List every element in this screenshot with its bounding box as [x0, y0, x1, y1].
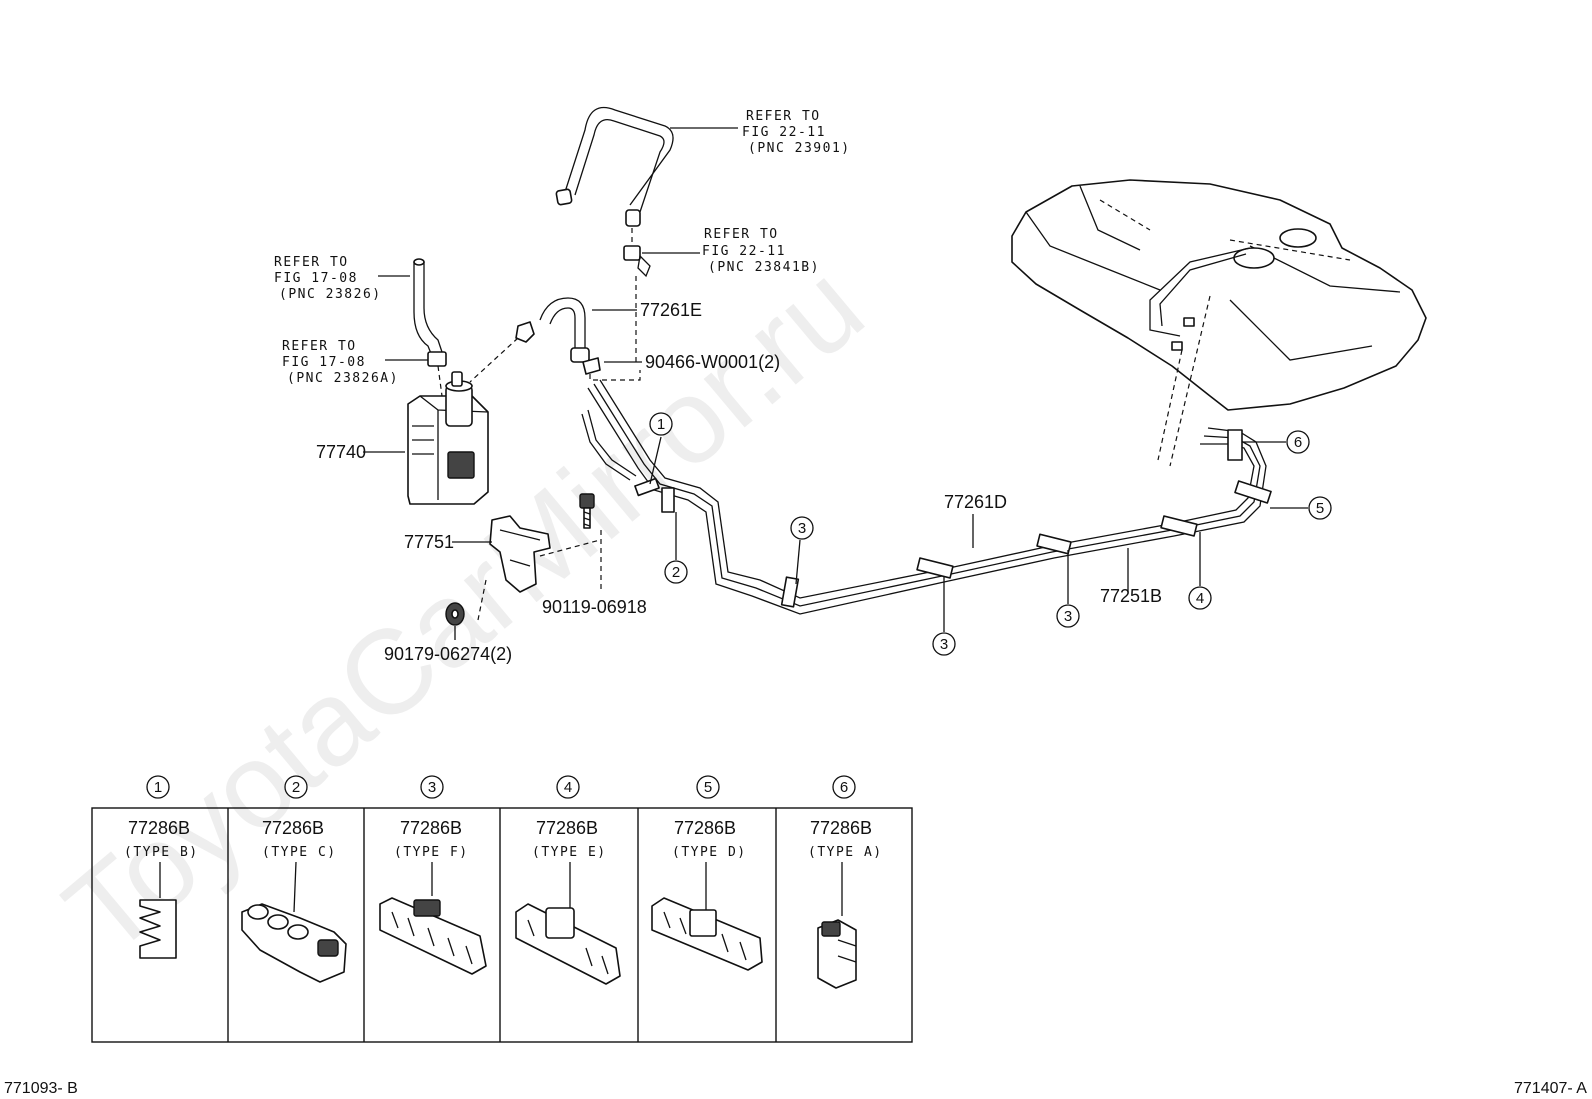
hose-77261E: 77261E	[469, 297, 702, 383]
svg-text:77286B: 77286B	[536, 818, 598, 838]
callout-5: 5	[1270, 496, 1332, 520]
ref-23826A: REFER TO FIG 17-08 (PNC 23826A)	[282, 339, 399, 386]
canister-hose-clip	[385, 351, 447, 367]
svg-text:(TYPE F): (TYPE F)	[394, 845, 469, 860]
svg-text:2: 2	[672, 564, 680, 581]
svg-text:FIG 22-11: FIG 22-11	[742, 125, 826, 140]
svg-text:1: 1	[154, 779, 162, 796]
svg-text:4: 4	[1196, 590, 1204, 607]
clamp-type-table: 1 77286B (TYPE B) 2 77286B (TYPE C) 3 77…	[91, 775, 913, 1043]
upper-vent-hose	[555, 106, 738, 227]
clamp-col-1: 1 77286B (TYPE B)	[124, 775, 199, 959]
svg-text:(TYPE A): (TYPE A)	[808, 845, 883, 860]
svg-text:77286B: 77286B	[400, 818, 462, 838]
svg-text:FIG 22-11: FIG 22-11	[702, 244, 786, 259]
clamp-col-6: 6 77286B (TYPE A)	[808, 775, 883, 989]
svg-text:3: 3	[428, 779, 436, 796]
canister-bracket: 77751	[404, 515, 601, 621]
svg-text:REFER TO: REFER TO	[704, 227, 779, 242]
svg-text:(PNC 23841B): (PNC 23841B)	[708, 260, 820, 275]
svg-text:4: 4	[564, 779, 572, 796]
svg-text:(TYPE B): (TYPE B)	[124, 845, 199, 860]
clamp-col-2: 2 77286B (TYPE C)	[241, 775, 347, 983]
label-77740: 77740	[316, 442, 366, 462]
footer-right-code: 771407- A	[1514, 1080, 1587, 1097]
clamp-col-4: 4 77286B (TYPE E)	[515, 775, 621, 985]
callout-3a: 3	[790, 516, 814, 585]
callout-3b: 3	[932, 576, 956, 656]
callout-6: 6	[1242, 430, 1310, 454]
canister-hose	[378, 258, 443, 357]
callout-2-top: 2	[664, 512, 688, 584]
svg-text:77286B: 77286B	[262, 818, 324, 838]
callout-1-top: 1	[649, 412, 673, 485]
callout-4: 4	[1188, 532, 1212, 610]
svg-text:REFER TO: REFER TO	[282, 339, 357, 354]
label-90466: 90466-W0001(2)	[645, 352, 780, 372]
svg-text:1: 1	[657, 416, 665, 433]
svg-text:77286B: 77286B	[128, 818, 190, 838]
fuel-tank	[1011, 179, 1427, 467]
tube-clamps	[634, 429, 1272, 608]
svg-text:REFER TO: REFER TO	[274, 255, 349, 270]
clamp-col-5: 5 77286B (TYPE D)	[651, 775, 763, 971]
ref-23841B: REFER TO FIG 22-11 (PNC 23841B)	[702, 227, 820, 275]
svg-text:77286B: 77286B	[674, 818, 736, 838]
footer-left-code: 771093- B	[4, 1080, 78, 1097]
charcoal-canister: 77740	[316, 365, 489, 505]
label-77751: 77751	[404, 532, 454, 552]
svg-text:3: 3	[798, 520, 806, 537]
watermark: ToyotaCarMirror.ru	[41, 239, 888, 980]
svg-text:6: 6	[840, 779, 848, 796]
nut-90179: 90179-06274(2)	[384, 602, 512, 664]
svg-text:5: 5	[1316, 500, 1324, 517]
svg-text:(TYPE C): (TYPE C)	[262, 845, 337, 860]
label-77251B: 77251B	[1100, 586, 1162, 606]
svg-text:FIG 17-08: FIG 17-08	[282, 355, 366, 370]
svg-text:(TYPE E): (TYPE E)	[532, 845, 607, 860]
svg-text:REFER TO: REFER TO	[746, 109, 821, 124]
clamp-col-3: 3 77286B (TYPE F)	[379, 775, 487, 975]
clamp-90466: 90466-W0001(2)	[582, 352, 780, 381]
bolt-90119: 90119-06918	[542, 493, 647, 617]
svg-text:5: 5	[704, 779, 712, 796]
svg-text:2: 2	[292, 779, 300, 796]
svg-text:(PNC 23826): (PNC 23826)	[279, 287, 382, 302]
svg-text:(TYPE D): (TYPE D)	[672, 845, 747, 860]
label-77261D: 77261D	[944, 492, 1007, 512]
svg-text:(PNC 23901): (PNC 23901)	[748, 141, 851, 156]
svg-text:FIG 17-08: FIG 17-08	[274, 271, 358, 286]
vent-connector	[623, 228, 700, 362]
label-90179: 90179-06274(2)	[384, 644, 512, 664]
ref-23826: REFER TO FIG 17-08 (PNC 23826)	[274, 255, 382, 302]
label-90119: 90119-06918	[542, 597, 647, 617]
ref-23901: REFER TO FIG 22-11 (PNC 23901)	[742, 109, 851, 156]
svg-text:6: 6	[1294, 434, 1302, 451]
svg-text:3: 3	[1064, 608, 1072, 625]
label-77261E: 77261E	[640, 300, 702, 320]
callout-3c: 3	[1056, 550, 1080, 628]
svg-text:77286B: 77286B	[810, 818, 872, 838]
svg-text:3: 3	[940, 636, 948, 653]
svg-text:(PNC 23826A): (PNC 23826A)	[287, 371, 399, 386]
